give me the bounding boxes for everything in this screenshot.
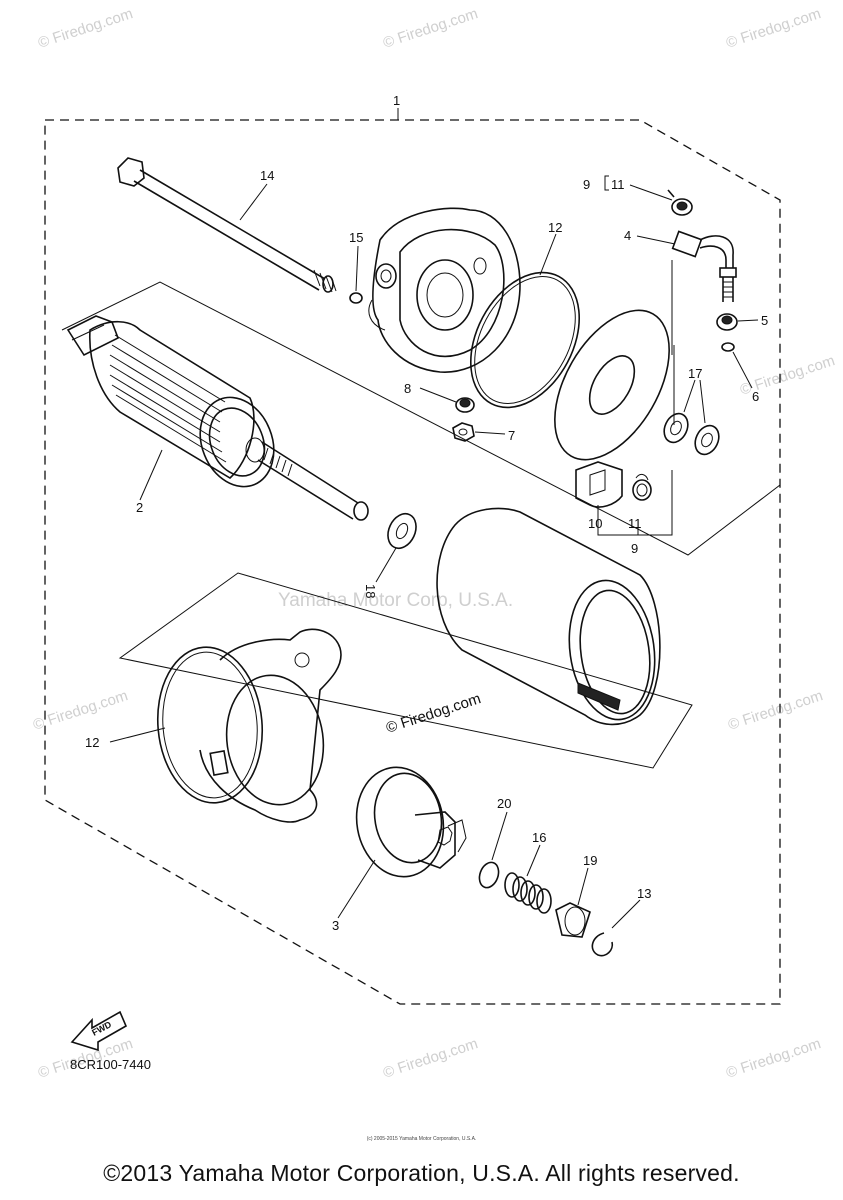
watermark-site: © Firedog.com xyxy=(381,1035,480,1082)
bolt-part-11-top xyxy=(667,189,693,216)
callout-3: 3 xyxy=(332,918,339,933)
callout-4: 4 xyxy=(624,228,631,243)
leader-18 xyxy=(375,547,397,583)
o-ring-part-6 xyxy=(721,342,735,352)
callout-19: 19 xyxy=(583,853,597,868)
o-ring-part-15 xyxy=(349,292,363,304)
brush-plate xyxy=(554,309,670,461)
leader-13 xyxy=(611,899,641,929)
callouts: 1 2 3 4 5 6 7 8 9 9 10 11 11 12 12 13 14… xyxy=(85,93,768,933)
callout-17: 17 xyxy=(688,366,702,381)
diagram-code: 8CR100-7440 xyxy=(70,1057,151,1072)
callout-13: 13 xyxy=(637,886,651,901)
watermark-site: © Firedog.com xyxy=(724,5,823,52)
brush-lead-part-4 xyxy=(671,230,737,302)
leader-19 xyxy=(577,867,589,906)
leader-7 xyxy=(474,431,506,435)
watermark-site: © Firedog.com xyxy=(381,5,480,52)
callout-8: 8 xyxy=(404,381,411,396)
collar-part-19 xyxy=(555,902,591,938)
leader-11-top xyxy=(629,184,673,201)
o-ring-part-12-top xyxy=(469,271,581,409)
callout-5: 5 xyxy=(761,313,768,328)
lower-plane xyxy=(118,572,693,769)
callout-12-top: 12 xyxy=(548,220,562,235)
callout-6: 6 xyxy=(752,389,759,404)
tiny-copyright: (c) 2005-2015 Yamaha Motor Corporation, … xyxy=(366,1136,477,1142)
leader-15 xyxy=(355,245,359,292)
leader-5 xyxy=(737,319,759,322)
leader-17a xyxy=(683,379,696,413)
o-ring-part-12-top-inner xyxy=(474,276,576,404)
pinion-clutch-part-3 xyxy=(355,766,467,878)
leader-16 xyxy=(526,844,541,877)
callout-11-bottom: 11 xyxy=(628,516,642,531)
snap-ring-part-13 xyxy=(591,932,614,957)
watermark-site: © Firedog.com xyxy=(31,687,130,734)
leader-6 xyxy=(732,351,753,389)
nut-part-7 xyxy=(452,422,475,442)
callout-20: 20 xyxy=(497,796,511,811)
upper-plane xyxy=(61,281,781,556)
front-cover xyxy=(156,628,342,823)
nut-part-5 xyxy=(716,313,738,331)
callout-10: 10 xyxy=(588,516,602,531)
assembly-outline xyxy=(44,119,781,1005)
leader-8 xyxy=(419,387,457,403)
callout-2: 2 xyxy=(136,500,143,515)
through-bolt-part-14 xyxy=(117,157,337,293)
watermark-site: © Firedog.com xyxy=(36,5,135,52)
leader-3 xyxy=(337,859,376,919)
callout-9-bottom: 9 xyxy=(631,541,638,556)
leader-20 xyxy=(491,811,508,861)
spring-part-11 xyxy=(632,473,652,501)
bracket-9-bottom xyxy=(597,470,673,536)
callout-7: 7 xyxy=(508,428,515,443)
callout-11-top: 11 xyxy=(611,177,625,192)
callout-18: 18 xyxy=(363,584,378,598)
callout-9-top: 9 xyxy=(583,177,590,192)
callout-16: 16 xyxy=(532,830,546,845)
watermark-site: © Firedog.com xyxy=(724,1035,823,1082)
copyright-notice: ©2013 Yamaha Motor Corporation, U.S.A. A… xyxy=(103,1160,740,1186)
leader-12-top xyxy=(539,233,557,276)
leader-2 xyxy=(139,449,163,501)
leader-4 xyxy=(636,235,676,245)
leader-12-left xyxy=(109,727,166,743)
washers-part-17 xyxy=(663,412,720,456)
armature-part-2 xyxy=(66,315,369,521)
nut-part-8 xyxy=(455,397,475,413)
yoke-housing xyxy=(436,507,661,726)
brush-holder-part-10 xyxy=(575,461,623,508)
rear-cover xyxy=(368,207,521,373)
callout-12-left: 12 xyxy=(85,735,99,750)
bracket-9-top xyxy=(604,175,609,191)
spring-part-16 xyxy=(504,872,552,914)
callout-14: 14 xyxy=(260,168,274,183)
leader-14 xyxy=(239,183,268,221)
watermark-site: © Firedog.com xyxy=(726,687,825,734)
callout-15: 15 xyxy=(349,230,363,245)
callout-1: 1 xyxy=(393,93,400,108)
washer-part-18 xyxy=(387,512,417,550)
leader-17b xyxy=(699,379,706,424)
circlip-part-20 xyxy=(478,861,500,889)
watermark-center: Yamaha Motor Corp, U.S.A. xyxy=(278,590,513,611)
watermarks: © Firedog.com © Firedog.com © Firedog.co… xyxy=(31,5,837,1082)
